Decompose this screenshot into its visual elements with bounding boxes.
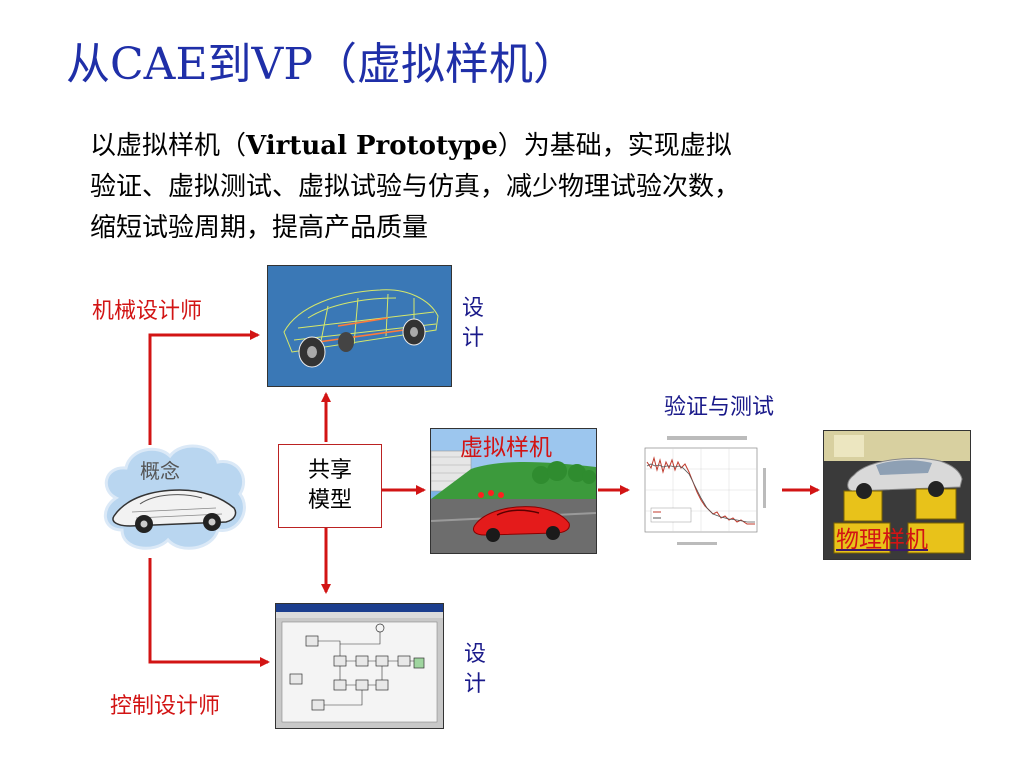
intro-line-3: 缩短试验周期，提高产品质量 xyxy=(90,213,429,243)
arrow-concept-to-mech xyxy=(148,330,260,445)
physical-prototype-label: 物理样机 xyxy=(836,527,928,553)
mech-designer-label: 机械设计师 xyxy=(92,299,203,324)
intro-line-2: 验证、虚拟测试、虚拟试验与仿真，减少物理试验次数， xyxy=(90,172,741,202)
shared-model-line-2: 模型 xyxy=(307,488,352,513)
virtual-prototype-label: 虚拟样机 xyxy=(460,435,552,461)
design-label-top: 设 计 xyxy=(460,294,486,354)
sketch-car-icon xyxy=(112,489,237,533)
lateral-accel-plot-icon xyxy=(644,436,766,545)
verify-test-label: 验证与测试 xyxy=(664,395,775,420)
shared-model-box: 共享 模型 xyxy=(278,444,382,528)
arrow-concept-to-ctrl xyxy=(148,558,270,667)
design-top-char-1: 设 xyxy=(461,296,484,321)
test-rig-car-icon xyxy=(824,431,970,559)
ctrl-designer-label: 控制设计师 xyxy=(110,694,221,719)
design-bottom-char-1: 设 xyxy=(463,642,486,667)
concept-cloud-image xyxy=(104,444,246,550)
intro-paragraph: 以虚拟样机（Virtual Prototype）为基础，实现虚拟 验证、虚拟测试… xyxy=(90,126,970,249)
concept-label: 概念 xyxy=(140,459,180,483)
design-label-bottom: 设 计 xyxy=(462,640,488,700)
wireframe-car-image xyxy=(267,265,452,387)
shared-model-line-1: 共享 xyxy=(307,458,352,483)
block-diagram-icon xyxy=(276,604,443,723)
intro-part1: 以虚拟样机（ xyxy=(90,131,247,161)
physical-prototype-image xyxy=(823,430,971,560)
intro-bold: Virtual Prototype xyxy=(246,131,498,161)
verification-chart-image xyxy=(637,432,777,552)
virtual-prototype-image xyxy=(430,428,597,554)
page-title: 从CAE到VP（虚拟样机） xyxy=(66,39,577,90)
design-bottom-char-2: 计 xyxy=(463,672,486,697)
intro-part2: ）为基础，实现虚拟 xyxy=(497,131,732,161)
intro-line-1: 以虚拟样机（Virtual Prototype）为基础，实现虚拟 xyxy=(90,126,970,167)
red-car-scene-icon xyxy=(431,429,596,553)
wireframe-car-icon xyxy=(283,289,439,368)
control-block-diagram-image xyxy=(275,603,444,729)
design-top-char-2: 计 xyxy=(461,326,484,351)
